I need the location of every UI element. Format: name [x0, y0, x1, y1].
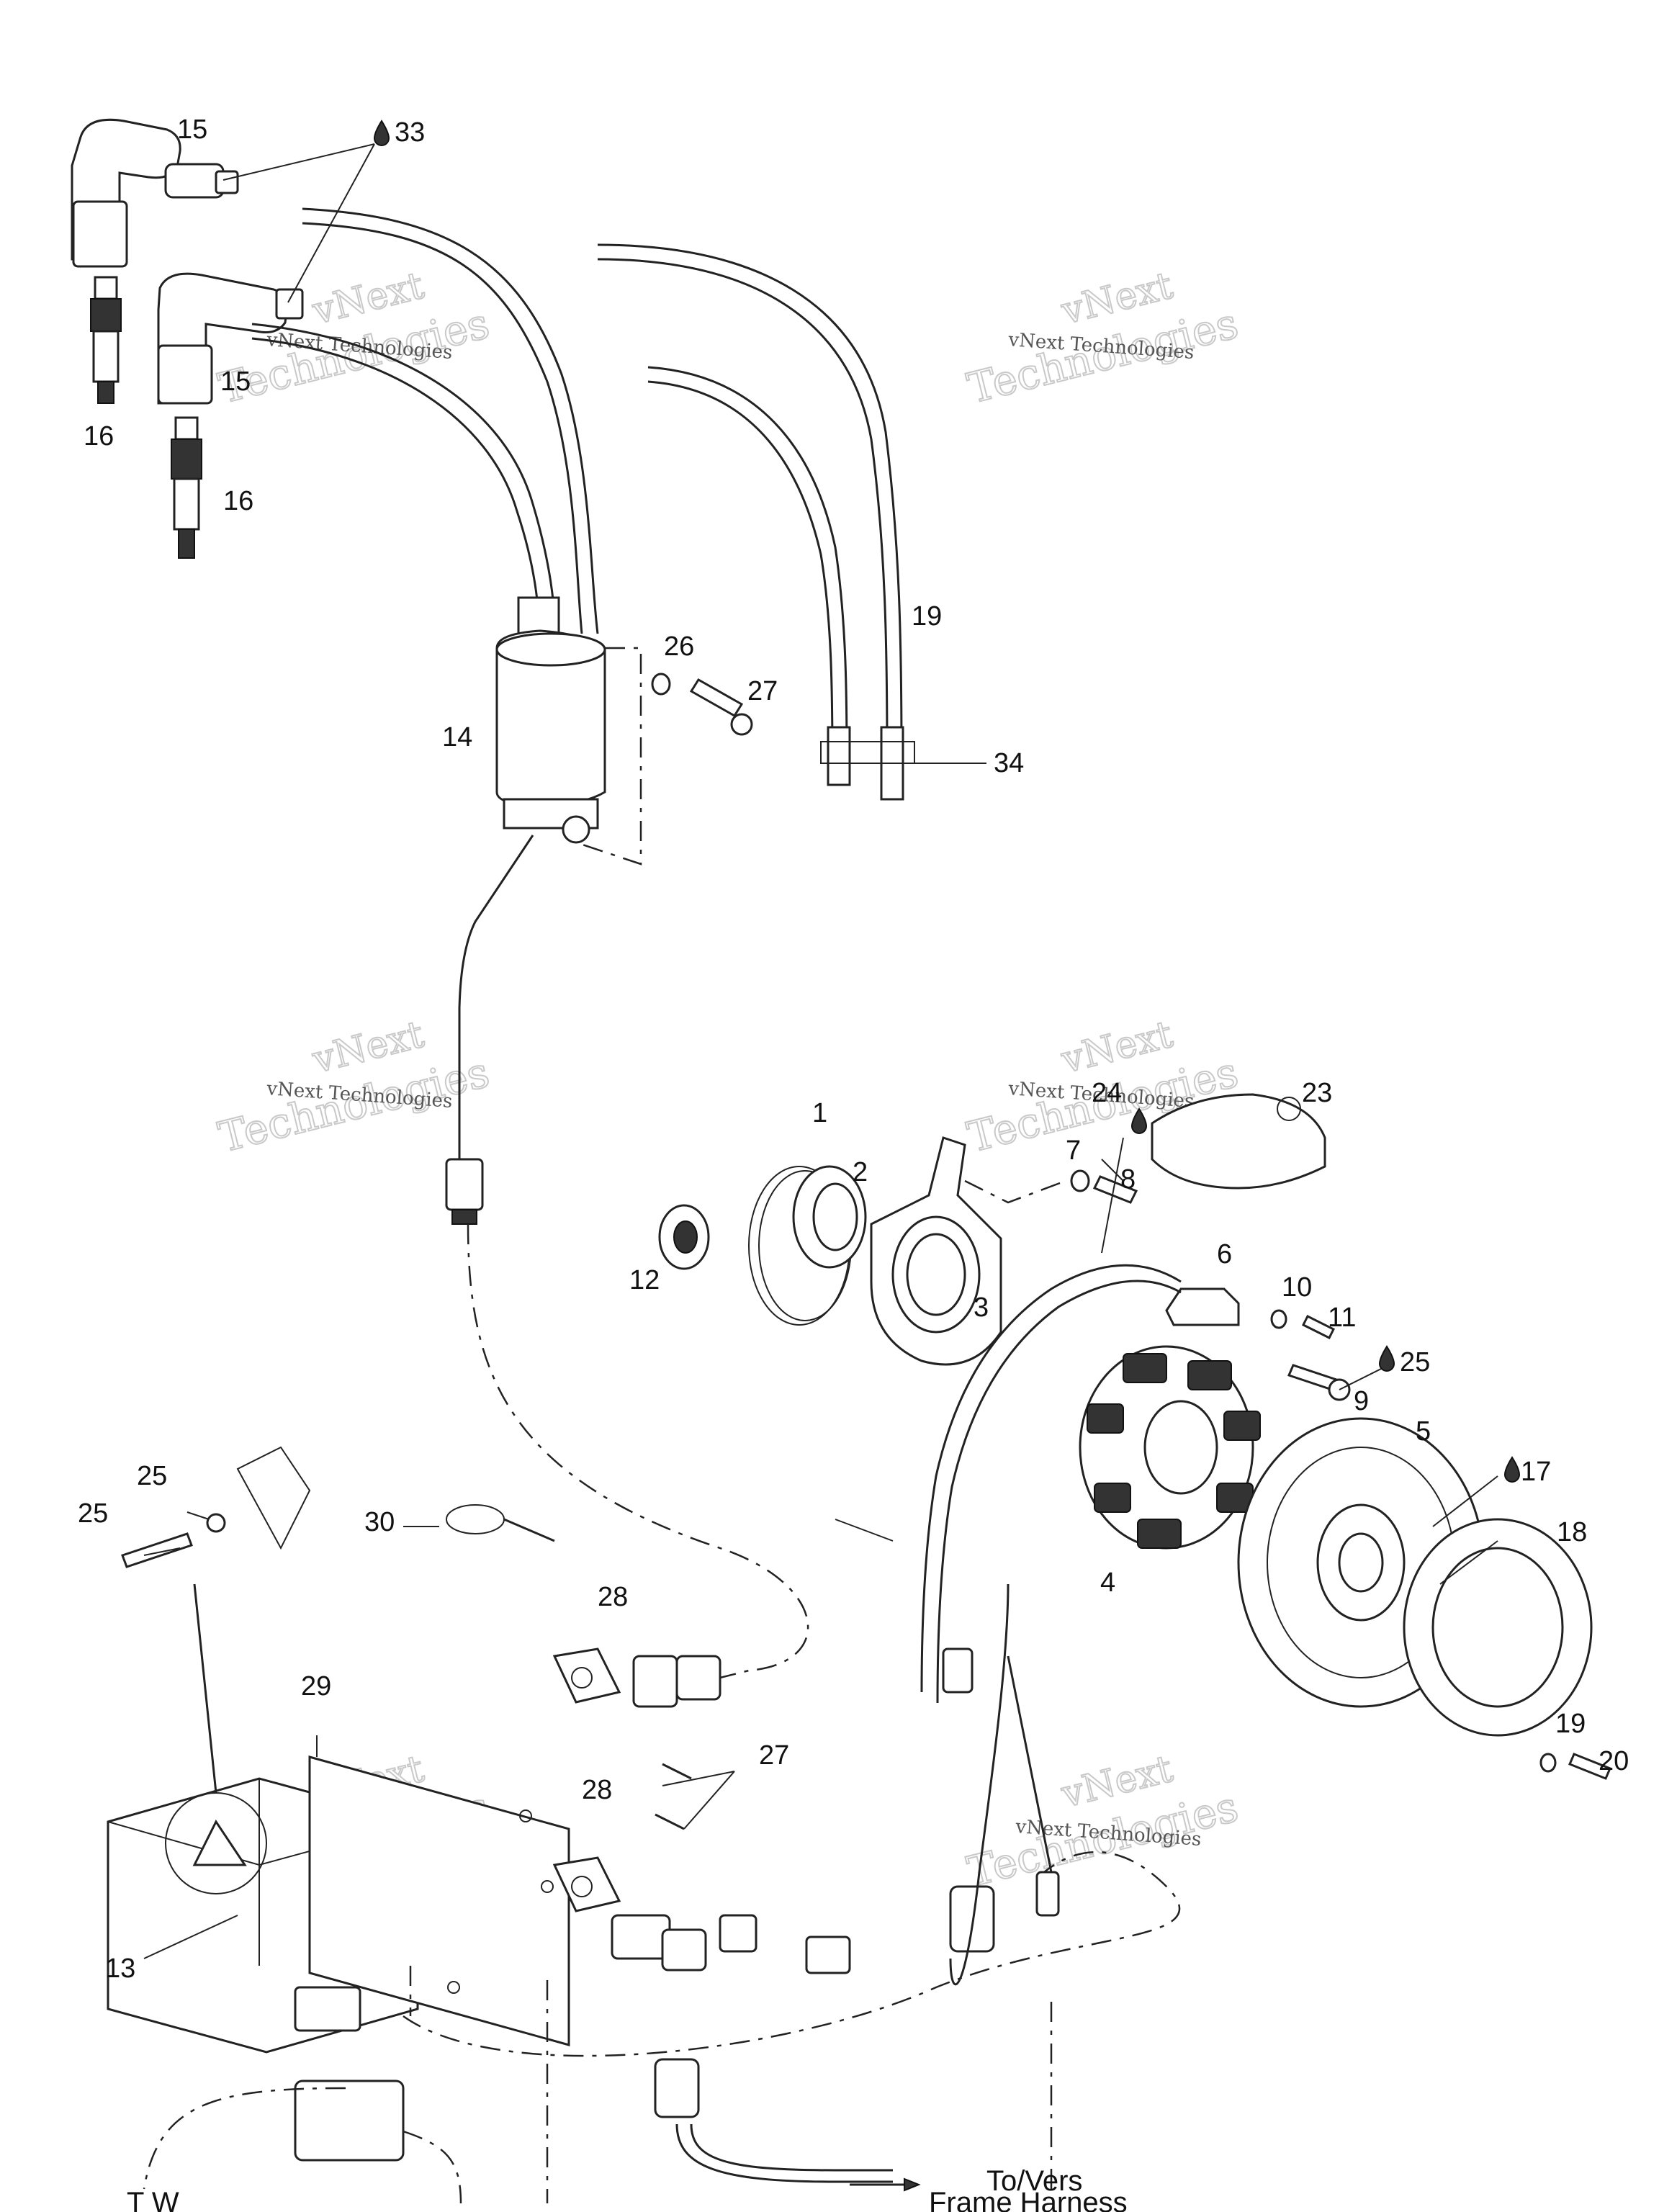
callout-33: 30 [364, 1507, 395, 1537]
bushing [658, 1204, 710, 1270]
magneto-housing [870, 1136, 1002, 1366]
callout-16: 16 [223, 486, 253, 516]
callout-17: 17 [1521, 1457, 1551, 1487]
leader-lines [143, 143, 1498, 1959]
callout-24: 25 [78, 1498, 108, 1529]
trigger-coil [920, 1264, 1240, 1704]
watermark-bottom-right: vNext Technologies vNext Technologies [962, 1747, 1244, 1897]
callout-28: 28 [598, 1582, 628, 1612]
callout-5: 5 [1416, 1416, 1431, 1447]
callout-18: 18 [1557, 1517, 1587, 1547]
module-bolt [121, 1513, 226, 1568]
callout-numbers: 15 33 15 16 16 19 26 27 14 34 24 23 1 2 … [78, 114, 1629, 1984]
callout-34: 34 [994, 748, 1024, 778]
watermark-top-right: vNext Technologies vNext Technologies [962, 264, 1244, 414]
connector-holder-upper [552, 1647, 621, 1704]
trigger-coil-bolt [1270, 1309, 1336, 1340]
callout-6: 6 [1217, 1239, 1232, 1269]
connectors [294, 1647, 1060, 2162]
bottom-left-note: T W [127, 2187, 179, 2212]
callout-14: 14 [442, 722, 472, 752]
callout-19: 19 [1555, 1709, 1586, 1739]
stator-bolt [1287, 1364, 1351, 1401]
rivets [655, 1763, 692, 1830]
drop-icon [1378, 1345, 1395, 1372]
callout-3: 3 [974, 1292, 989, 1323]
callout-23: 24 [1092, 1078, 1122, 1108]
callout-15: 15 [177, 114, 207, 145]
callout-15: 15 [220, 367, 251, 397]
housing-bolt [1070, 1169, 1138, 1204]
callout-21: 19 [912, 601, 942, 631]
oil-seal [792, 1165, 867, 1269]
callout-1: 1 [812, 1098, 827, 1128]
detail-circle [165, 1583, 267, 1894]
callout-27: 27 [759, 1740, 789, 1771]
tie-wrap [446, 1504, 555, 1542]
module-support [236, 1446, 311, 1550]
callout-7: 7 [1066, 1136, 1081, 1166]
to-frame-harness-note: To/Vers Frame Harness [850, 2165, 1128, 2212]
callout-13: 13 [105, 1954, 135, 1984]
starting-pulley [1403, 1518, 1593, 1737]
drop-icon [1130, 1107, 1148, 1134]
callout-12: 12 [629, 1265, 660, 1295]
mounting-bracket [308, 1755, 570, 2046]
callout-2: 2 [853, 1157, 868, 1187]
callout-30: 33 [395, 117, 425, 148]
callout-23: 25 [1400, 1347, 1430, 1377]
callout-10: 10 [1282, 1272, 1312, 1303]
housing-dash-line [964, 1179, 1066, 1204]
drop-icon [1503, 1456, 1521, 1483]
coil-bolt [651, 673, 753, 736]
coil-connector [445, 1158, 484, 1225]
callout-26: 27 [747, 676, 778, 706]
callout-9: 9 [1354, 1386, 1369, 1416]
connector-holder-lower [552, 1856, 621, 1912]
spark-plug-cap-upper [71, 118, 239, 268]
callout-28: 28 [582, 1775, 612, 1805]
callout-29: 29 [301, 1671, 331, 1701]
callout-22: 23 [1302, 1078, 1332, 1108]
wiring-paths [143, 1223, 1181, 2204]
watermark-mid-left: vNext Technologies vNext Technologies [213, 1012, 495, 1163]
callout-20: 20 [1599, 1746, 1629, 1776]
spark-plug-upper [90, 276, 122, 404]
drop-icon [373, 120, 390, 146]
callout-8: 8 [1120, 1164, 1136, 1195]
callout-25: 26 [664, 631, 694, 662]
callout-25: 25 [137, 1461, 167, 1491]
magneto-cover [1151, 1093, 1326, 1190]
spark-plug-cap-lower [157, 272, 304, 405]
stator [1079, 1345, 1261, 1550]
spark-plug-lower [171, 416, 202, 559]
callout-16: 16 [84, 421, 114, 451]
pulley-bolt [1539, 1753, 1611, 1780]
frame-harness-label: Frame Harness [929, 2187, 1128, 2212]
ignition-coil [458, 596, 642, 1188]
to-vers-label: To/Vers [986, 2165, 1082, 2197]
callout-11: 11 [1328, 1303, 1356, 1333]
callout-4: 4 [1100, 1568, 1115, 1598]
